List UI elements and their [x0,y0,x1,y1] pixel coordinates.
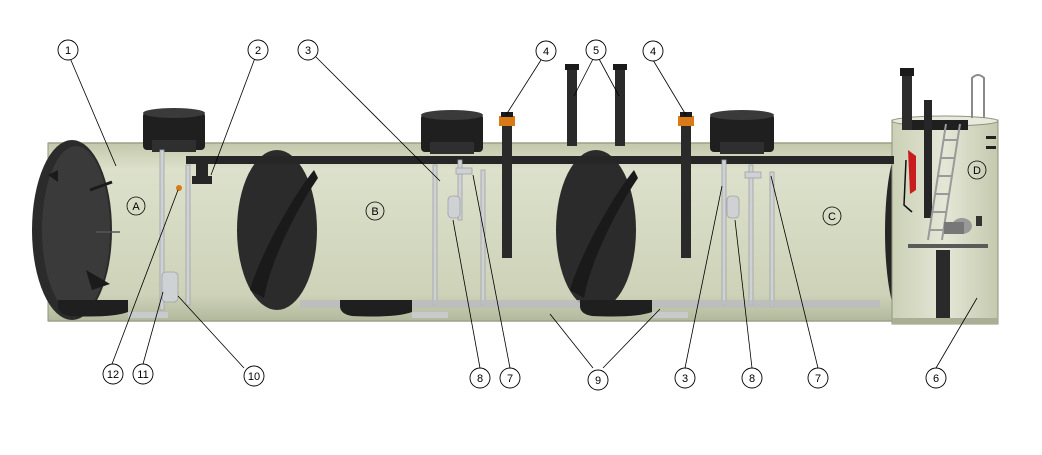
manhole-lid-1 [143,108,205,152]
callout-8: 8 [469,367,491,389]
callout-2: 2 [247,39,269,61]
callout-circle [535,40,557,62]
callout-circle [247,39,269,61]
callout-5: 5 [585,39,607,61]
zone-d: D [967,160,987,180]
bottom-grates [58,300,880,318]
zone-circle [365,201,385,221]
zone-label: D [973,165,981,177]
zone-b: B [365,201,385,221]
callout-circle [243,365,265,387]
zone-c: C [822,206,842,226]
zone-labels: A B C D [126,160,987,226]
callout-label: 8 [477,373,483,385]
tank-end-cap-left [32,140,120,320]
callout-label: 7 [815,373,821,385]
callout-label: 6 [933,373,939,385]
callout-7: 7 [499,367,521,389]
callout-circle [585,39,607,61]
zone-a: A [126,196,146,216]
zone-label: B [371,206,378,218]
zone-circle [967,160,987,180]
callout-3: 3 [297,39,319,61]
internal-risers [159,149,775,311]
callout-10: 10 [243,365,265,387]
callout-label: 3 [682,373,688,385]
callout-label: 3 [305,45,311,57]
callout-circle [469,367,491,389]
callout-8: 8 [741,367,763,389]
zone-circle [822,206,842,226]
callout-circle [741,367,763,389]
zone-label: A [132,201,140,213]
callout-label: 5 [593,45,599,57]
callout-9: 9 [587,369,609,391]
callout-circle [132,363,154,385]
callout-circle [807,367,829,389]
callout-12: 12 [102,363,124,385]
callout-circle [499,367,521,389]
callout-label: 8 [749,373,755,385]
callout-label: 4 [650,46,656,58]
callout-circle [102,363,124,385]
pump-unit [944,216,982,234]
callout-1: 1 [57,39,79,61]
manhole-lid-3 [710,110,774,154]
callout-6: 6 [925,367,947,389]
ladder [927,74,985,241]
overflow-pipe [186,156,894,184]
zone-circle [126,196,146,216]
callout-label: 7 [507,373,513,385]
partition-wall-1 [237,150,318,310]
callout-4: 4 [535,40,557,62]
callout-4: 4 [642,40,664,62]
vent-pipes-top [565,64,627,146]
callout-circle [57,39,79,61]
callout-7: 7 [807,367,829,389]
callout-11: 11 [132,363,154,385]
vent-pipe-left [499,112,515,258]
callout-3: 3 [674,367,696,389]
callout-circle [587,369,609,391]
callout-circle [674,367,696,389]
pump-shaft [891,68,999,325]
callout-label: 11 [137,369,148,381]
callout-label: 9 [595,375,601,387]
callout-leaders [69,56,978,369]
manhole-lid-2 [421,110,483,154]
zone-label: C [828,211,836,223]
callout-label: 10 [248,371,260,383]
callout-label: 2 [255,45,261,57]
callout-circle [642,40,664,62]
callout-label: 12 [107,369,119,381]
callout-label: 1 [65,45,71,57]
callout-label: 4 [543,46,549,58]
callout-circle [297,39,319,61]
partition-wall-2 [556,150,638,310]
callout-circle [925,367,947,389]
